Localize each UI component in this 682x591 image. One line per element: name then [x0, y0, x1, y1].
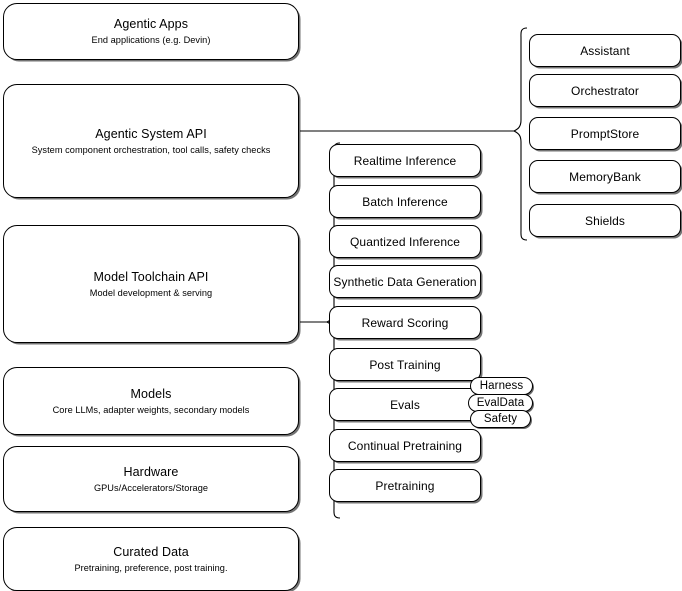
- layer-subtitle: Pretraining, preference, post training.: [74, 562, 228, 573]
- agentic-item-label: MemoryBank: [569, 169, 641, 184]
- agentic-item-memorybank[interactable]: MemoryBank: [529, 160, 681, 193]
- evals-badge-harness[interactable]: Harness: [470, 377, 533, 395]
- toolchain-item-label: Batch Inference: [362, 194, 448, 209]
- agentic-item-label: Orchestrator: [571, 83, 639, 98]
- toolchain-item-post-training[interactable]: Post Training: [329, 348, 481, 381]
- evals-badge-label: Safety: [483, 413, 518, 425]
- layer-title: Agentic System API: [95, 126, 207, 141]
- toolchain-item-label: Quantized Inference: [350, 234, 460, 249]
- layer-title: Models: [130, 386, 172, 401]
- toolchain-item-batch-inference[interactable]: Batch Inference: [329, 185, 481, 218]
- evals-badge-safety[interactable]: Safety: [470, 410, 531, 428]
- layer-subtitle: Core LLMs, adapter weights, secondary mo…: [52, 404, 250, 415]
- agentic-item-orchestrator[interactable]: Orchestrator: [529, 74, 681, 107]
- layer-subtitle: System component orchestration, tool cal…: [31, 144, 271, 155]
- layer-title: Agentic Apps: [113, 17, 189, 31]
- evals-badge-label: Harness: [479, 380, 524, 392]
- layer-box-models[interactable]: Models Core LLMs, adapter weights, secon…: [3, 367, 299, 435]
- toolchain-item-label: Pretraining: [375, 478, 435, 493]
- toolchain-item-evals[interactable]: Evals: [329, 388, 481, 421]
- layer-subtitle: GPUs/Accelerators/Storage: [93, 482, 209, 493]
- agentic-item-shields[interactable]: Shields: [529, 204, 681, 237]
- layer-box-agentic-system-api[interactable]: Agentic System API System component orch…: [3, 84, 299, 198]
- layer-subtitle: End applications (e.g. Devin): [91, 35, 211, 45]
- toolchain-item-label: Post Training: [369, 357, 441, 372]
- toolchain-item-label: Synthetic Data Generation: [333, 274, 477, 289]
- brace-agentic-components: [512, 27, 528, 241]
- toolchain-item-realtime-inference[interactable]: Realtime Inference: [329, 144, 481, 177]
- layer-title: Model Toolchain API: [93, 269, 209, 284]
- toolchain-item-label: Realtime Inference: [353, 153, 457, 168]
- agentic-item-label: Assistant: [580, 43, 630, 58]
- layer-box-model-toolchain-api[interactable]: Model Toolchain API Model development & …: [3, 225, 299, 343]
- agentic-item-label: Shields: [584, 213, 626, 228]
- layer-box-hardware[interactable]: Hardware GPUs/Accelerators/Storage: [3, 446, 299, 512]
- layer-box-curated-data[interactable]: Curated Data Pretraining, preference, po…: [3, 527, 299, 591]
- toolchain-item-quantized-inference[interactable]: Quantized Inference: [329, 225, 481, 258]
- layer-subtitle: Model development & serving: [89, 287, 213, 298]
- evals-badge-label: EvalData: [476, 397, 525, 409]
- agentic-item-assistant[interactable]: Assistant: [529, 34, 681, 67]
- layer-title: Hardware: [123, 464, 179, 479]
- toolchain-item-label: Continual Pretraining: [347, 438, 463, 453]
- layer-box-agentic-apps[interactable]: Agentic Apps End applications (e.g. Devi…: [3, 3, 299, 60]
- toolchain-item-pretraining[interactable]: Pretraining: [329, 469, 481, 502]
- toolchain-item-reward-scoring[interactable]: Reward Scoring: [329, 306, 481, 339]
- agentic-item-label: PromptStore: [570, 126, 640, 141]
- toolchain-item-label: Evals: [390, 397, 420, 412]
- agentic-item-promptstore[interactable]: PromptStore: [529, 117, 681, 150]
- layer-title: Curated Data: [113, 544, 189, 559]
- toolchain-item-synthetic-data-generation[interactable]: Synthetic Data Generation: [329, 265, 481, 298]
- toolchain-item-label: Reward Scoring: [361, 315, 449, 330]
- toolchain-item-continual-pretraining[interactable]: Continual Pretraining: [329, 429, 481, 462]
